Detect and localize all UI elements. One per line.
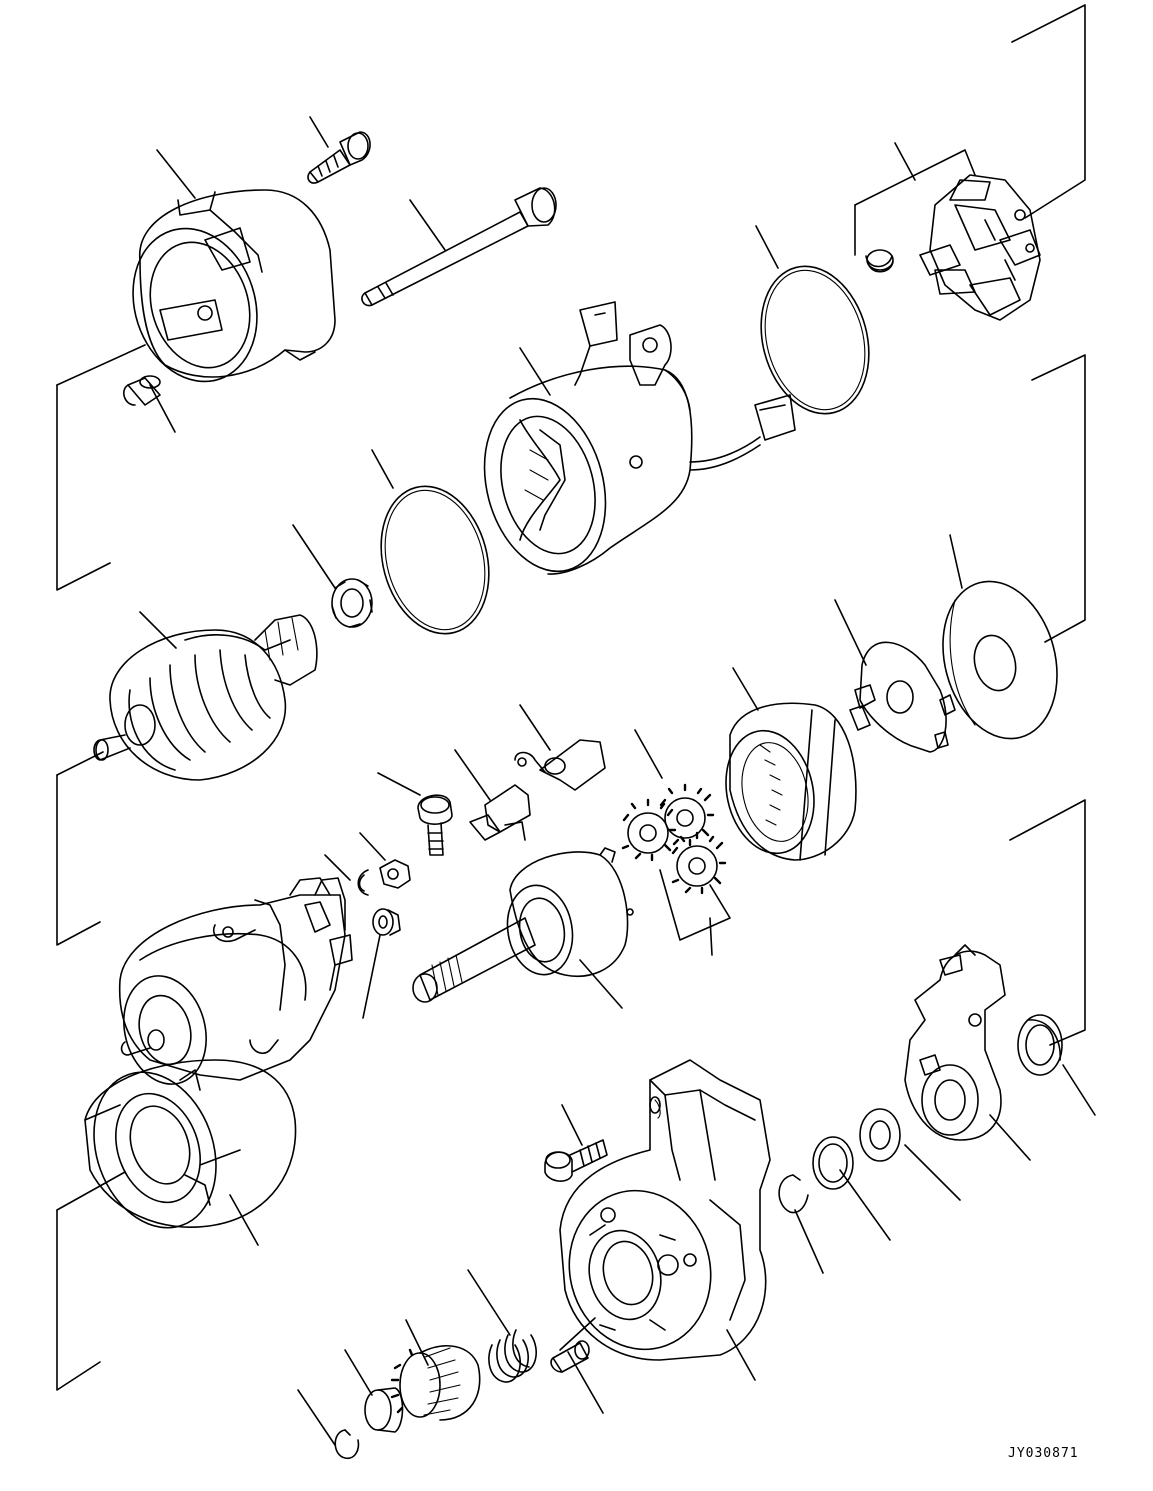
thrust-washer-large bbox=[859, 1108, 901, 1162]
planet-gear-3 bbox=[671, 831, 727, 895]
front-bracket bbox=[559, 1059, 771, 1361]
o-ring-middle bbox=[380, 485, 490, 635]
oil-seal bbox=[1017, 1014, 1063, 1076]
internal-ring-gear bbox=[725, 702, 857, 861]
through-bolt bbox=[361, 187, 557, 307]
brush-spring bbox=[865, 249, 894, 273]
leader-lines bbox=[139, 116, 1096, 1446]
snap-ring-right bbox=[778, 1174, 809, 1214]
bearing bbox=[331, 578, 373, 628]
planet-gear-1 bbox=[621, 798, 677, 862]
pinion-gear bbox=[390, 1345, 481, 1421]
front-plug bbox=[550, 1340, 590, 1373]
snap-ring-pinion bbox=[334, 1429, 360, 1460]
insulator-washer bbox=[942, 580, 1058, 740]
bolt-middle bbox=[417, 794, 453, 856]
drawing-reference-code: JY030871 bbox=[1008, 1446, 1079, 1461]
armature bbox=[93, 614, 318, 781]
bolt-top bbox=[307, 131, 371, 184]
shift-lever-bracket bbox=[904, 944, 1006, 1141]
brush-holder-assembly bbox=[919, 174, 1041, 321]
pinion-spring bbox=[488, 1329, 537, 1383]
o-ring-upper bbox=[760, 265, 870, 415]
brush-lead-terminal bbox=[514, 739, 606, 791]
group-brackets bbox=[56, 4, 1086, 1391]
rear-end-frame bbox=[132, 189, 336, 383]
spring-washer bbox=[372, 908, 401, 936]
e-clip-small bbox=[357, 869, 369, 896]
bolt-front bbox=[544, 1139, 608, 1182]
stop-collar bbox=[364, 1387, 404, 1433]
retainer-plate bbox=[849, 641, 956, 753]
terminal-bracket bbox=[469, 784, 531, 841]
hex-nut bbox=[379, 859, 411, 889]
yoke-field-frame bbox=[483, 301, 796, 575]
planet-carrier-shaft bbox=[412, 847, 634, 1003]
planet-gear-2 bbox=[659, 783, 715, 847]
magnetic-switch-housing bbox=[118, 877, 353, 1085]
thrust-washer-small bbox=[812, 1136, 854, 1190]
rear-plug bbox=[123, 375, 161, 406]
front-clutch-housing bbox=[84, 1059, 297, 1229]
